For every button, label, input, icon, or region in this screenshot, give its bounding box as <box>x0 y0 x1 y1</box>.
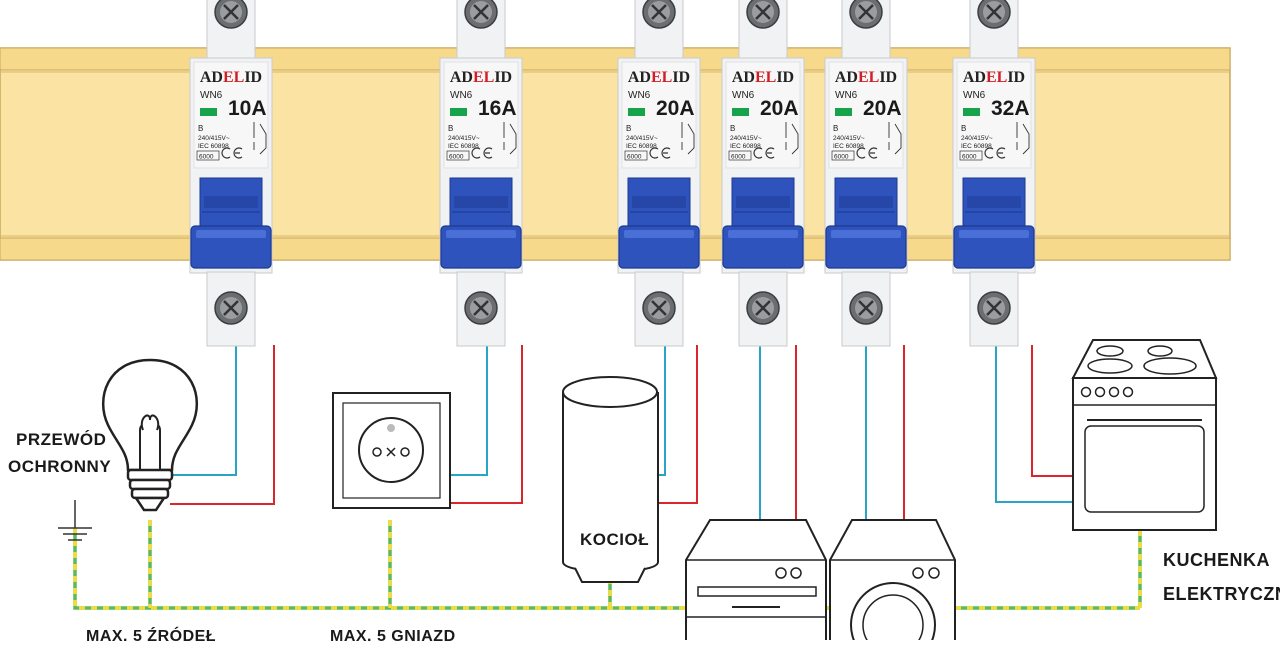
breaker-brand: ADELID <box>450 69 512 86</box>
indicator-window <box>628 108 645 116</box>
breaker-curve: B <box>448 124 453 133</box>
breaker-standard: IEC 60898 <box>961 143 992 150</box>
breaker-model: WN6 <box>835 90 858 101</box>
breaker-curve: B <box>961 124 966 133</box>
breaker-brand: ADELID <box>628 69 690 86</box>
ce-mark-icon <box>753 147 775 159</box>
breaker-curve: B <box>730 124 735 133</box>
circuit-breaker-2: ADELID WN6 16A B 240/415V~IEC 60898 6000 <box>439 0 523 347</box>
breaker-brand: ADELID <box>963 69 1025 86</box>
max-lights-label: MAX. 5 ŹRÓDEŁ <box>86 628 217 645</box>
indicator-window <box>963 108 980 116</box>
breaker-brand: ADELID <box>732 69 794 86</box>
indicator-window <box>732 108 749 116</box>
breaker-curve: B <box>626 124 631 133</box>
breaker-rating: 20A <box>656 97 695 120</box>
breaker-standard: IEC 60898 <box>198 143 229 150</box>
indicator-window <box>835 108 852 116</box>
dishwasher-icon <box>685 519 827 640</box>
breaker-capacity: 6000 <box>449 154 464 161</box>
breaker-capacity: 6000 <box>199 154 214 161</box>
breaker-voltage: 240/415V~ <box>833 135 865 142</box>
breaker-schematic-icon <box>253 122 267 155</box>
breaker-voltage: 240/415V~ <box>626 135 658 142</box>
electric-stove-icon <box>1071 339 1218 531</box>
indicator-window <box>450 108 467 116</box>
stove-label-line1: KUCHENKA <box>1163 550 1270 570</box>
breaker-voltage: 240/415V~ <box>448 135 480 142</box>
breaker-standard: IEC 60898 <box>448 143 479 150</box>
breaker-brand: ADELID <box>835 69 897 86</box>
circuit-breaker-3: ADELID WN6 20A B 240/415V~IEC 60898 6000 <box>617 0 701 347</box>
ce-mark-icon <box>856 147 878 159</box>
wall-socket-icon <box>332 392 451 509</box>
breaker-brand: ADELID <box>200 69 262 86</box>
breaker-model: WN6 <box>200 90 223 101</box>
breaker-standard: IEC 60898 <box>833 143 864 150</box>
stove-label-line2: ELEKTRYCZNA <box>1163 584 1280 604</box>
ground-symbol-icon <box>58 500 92 541</box>
breaker-standard: IEC 60898 <box>730 143 761 150</box>
breaker-rating: 20A <box>863 97 902 120</box>
breaker-capacity: 6000 <box>962 154 977 161</box>
boiler-label: KOCIOŁ <box>580 530 650 549</box>
breaker-curve: B <box>833 124 838 133</box>
breaker-model: WN6 <box>963 90 986 101</box>
din-rail <box>0 47 1231 261</box>
breaker-capacity: 6000 <box>627 154 642 161</box>
circuit-breaker-1: ADELID WN6 10A B 240/415V~IEC 60898 6000 <box>189 0 273 347</box>
breaker-curve: B <box>198 124 203 133</box>
breaker-voltage: 240/415V~ <box>198 135 230 142</box>
breaker-capacity: 6000 <box>834 154 849 161</box>
breaker-schematic-icon <box>681 122 695 155</box>
breaker-model: WN6 <box>628 90 651 101</box>
breaker-schematic-icon <box>888 122 902 155</box>
breaker-model: WN6 <box>732 90 755 101</box>
circuit-breaker-6: ADELID WN6 32A B 240/415V~IEC 60898 6000 <box>952 0 1036 347</box>
protective-wire-label-line2: OCHRONNY <box>8 457 112 476</box>
earth-bus <box>73 520 1142 610</box>
indicator-window <box>200 108 217 116</box>
breaker-schematic-icon <box>1016 122 1030 155</box>
ce-mark-icon <box>471 147 493 159</box>
breaker-rating: 16A <box>478 97 517 120</box>
ce-mark-icon <box>649 147 671 159</box>
light-bulb-icon <box>101 358 199 512</box>
breaker-capacity: 6000 <box>731 154 746 161</box>
breaker-schematic-icon <box>503 122 517 155</box>
breaker-model: WN6 <box>450 90 473 101</box>
washing-machine-icon <box>829 519 956 640</box>
breaker-rating: 10A <box>228 97 267 120</box>
breaker-voltage: 240/415V~ <box>730 135 762 142</box>
breaker-rating: 20A <box>760 97 799 120</box>
breaker-standard: IEC 60898 <box>626 143 657 150</box>
max-sockets-label: MAX. 5 GNIAZD <box>330 628 456 645</box>
boiler-icon <box>562 376 659 583</box>
wires <box>170 345 1075 520</box>
ce-mark-icon <box>221 147 243 159</box>
breaker-rating: 32A <box>991 97 1030 120</box>
breaker-schematic-icon <box>785 122 799 155</box>
ce-mark-icon <box>984 147 1006 159</box>
protective-wire-label-line1: PRZEWÓD <box>16 430 107 449</box>
circuit-breaker-5: ADELID WN6 20A B 240/415V~IEC 60898 6000 <box>824 0 908 347</box>
circuit-breaker-4: ADELID WN6 20A B 240/415V~IEC 60898 6000 <box>721 0 805 347</box>
breaker-voltage: 240/415V~ <box>961 135 993 142</box>
